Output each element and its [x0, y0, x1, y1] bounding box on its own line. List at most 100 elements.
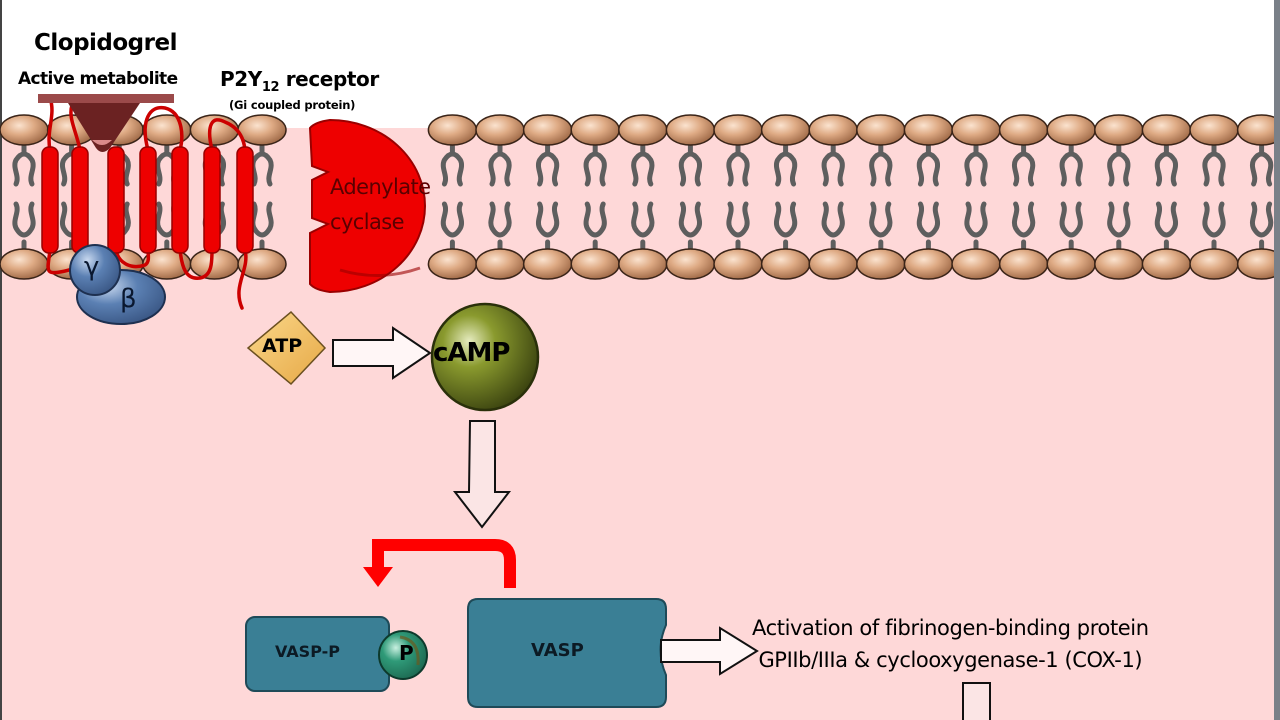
receptor-loop	[114, 248, 151, 269]
receptor-helix	[107, 146, 125, 254]
lipid-tail-bottom	[773, 201, 798, 251]
lipid-tail-bottom	[488, 201, 512, 251]
arrow-vasp-to-outcome	[660, 626, 759, 676]
lipid-head-top	[998, 114, 1049, 146]
lipid-tail-bottom	[1107, 201, 1131, 251]
phosphate-shine	[399, 635, 420, 666]
vasp-p-label: VASP-P	[275, 642, 341, 661]
lipid-tail-top	[773, 143, 798, 187]
lipid-tail-bottom	[964, 201, 988, 251]
metabolite-tip	[92, 140, 112, 145]
lipid-head-top	[1094, 114, 1144, 146]
drug-subtitle: Active metabolite	[18, 69, 178, 89]
lipid-tail-bottom	[916, 201, 941, 251]
lipid-tail-top	[12, 143, 36, 187]
lipid-tail-bottom	[583, 201, 607, 251]
feedback-arrow-head	[363, 567, 393, 587]
lipid-bilayer	[0, 114, 1280, 280]
lipid-tail-bottom	[1154, 201, 1179, 251]
lipid-head-bottom	[713, 248, 763, 280]
drug-title: Clopidogrel	[34, 30, 177, 56]
lipid-head-top	[1046, 114, 1096, 146]
lipid-tail-top	[726, 143, 750, 187]
g-protein-gamma	[69, 244, 121, 296]
feedback-arrow	[372, 539, 516, 588]
lipid-head-bottom	[1236, 248, 1280, 280]
vasp-box	[467, 598, 667, 708]
outcome-line1: Activation of fibrinogen-binding protein	[752, 616, 1149, 640]
lipid-head-top	[142, 114, 192, 146]
lipid-tail-top	[535, 143, 560, 187]
lipid-head-top	[856, 114, 906, 146]
enzyme-label: Adenylate cyclase	[330, 170, 431, 240]
metabolite-bar	[38, 94, 174, 103]
cyclase-shade	[339, 266, 421, 277]
lipid-head-top	[951, 114, 1001, 146]
lipid-head-bottom	[856, 248, 906, 280]
lipid-head-bottom	[1189, 248, 1239, 280]
lipid-head-bottom	[0, 248, 49, 280]
lipid-head-bottom	[808, 248, 858, 280]
lipid-head-bottom	[665, 248, 716, 280]
receptor-subscript: 12	[261, 80, 280, 95]
lipid-head-top	[713, 114, 763, 146]
lipid-head-bottom	[237, 248, 287, 280]
atp-diamond	[246, 310, 327, 386]
lipid-tail-top	[1107, 143, 1131, 187]
right-edge-strip	[1274, 0, 1280, 720]
lipid-tail-top	[678, 143, 703, 187]
lipid-tail-bottom	[1059, 201, 1083, 251]
lipid-head-top	[1189, 114, 1239, 146]
enzyme-line2: cyclase	[330, 210, 404, 234]
lipid-tail-top	[869, 143, 893, 187]
lipid-tail-top	[1011, 143, 1036, 187]
arrow-atp-to-camp	[332, 326, 432, 380]
lipid-head-bottom	[998, 248, 1049, 280]
lipid-head-top	[475, 114, 525, 146]
lipid-tail-top	[440, 143, 465, 187]
lipid-tail-top	[1059, 143, 1083, 187]
receptor-loop	[178, 248, 214, 280]
receptor-helix	[139, 146, 157, 254]
receptor-c-terminus	[237, 248, 248, 310]
beta-label: β	[120, 284, 137, 314]
lipid-head-top	[1141, 114, 1192, 146]
lipid-head-bottom	[475, 248, 525, 280]
lipid-head-top	[1236, 114, 1280, 146]
lipid-head-bottom	[903, 248, 954, 280]
lipid-head-bottom	[570, 248, 620, 280]
lipid-tail-top	[631, 143, 655, 187]
vasp-label: VASP	[531, 640, 584, 661]
lipid-head-top	[808, 114, 858, 146]
receptor-loop	[143, 105, 184, 152]
lipid-head-top	[427, 114, 478, 146]
enzyme-line1: Adenylate	[330, 175, 431, 199]
phosphate-ball	[378, 630, 428, 680]
lipid-tail-bottom	[12, 201, 36, 251]
lipid-tail-bottom	[250, 201, 274, 251]
gamma-label: γ	[84, 252, 100, 282]
lipid-tail-top	[1154, 143, 1179, 187]
lipid-tail-bottom	[1011, 201, 1036, 251]
lipid-head-bottom	[951, 248, 1001, 280]
lipid-head-top	[665, 114, 716, 146]
receptor-note: (Gi coupled protein)	[229, 98, 356, 112]
receptor-helix	[236, 146, 254, 254]
lipid-head-top	[522, 114, 573, 146]
lipid-tail-bottom	[1202, 201, 1226, 251]
receptor-helices	[41, 146, 254, 254]
lipid-tail-bottom	[821, 201, 845, 251]
lipid-head-top	[618, 114, 668, 146]
lipid-tail-top	[964, 143, 988, 187]
lipid-tail-bottom	[631, 201, 655, 251]
lipid-tail-top	[250, 143, 274, 187]
receptor-helix	[203, 146, 221, 254]
lipid-head-top	[570, 114, 620, 146]
lipid-head-bottom	[1141, 248, 1192, 280]
receptor-helix	[41, 146, 59, 254]
camp-label: cAMP	[433, 338, 510, 368]
phosphate-label: P	[399, 641, 414, 665]
lipid-head-bottom	[522, 248, 573, 280]
